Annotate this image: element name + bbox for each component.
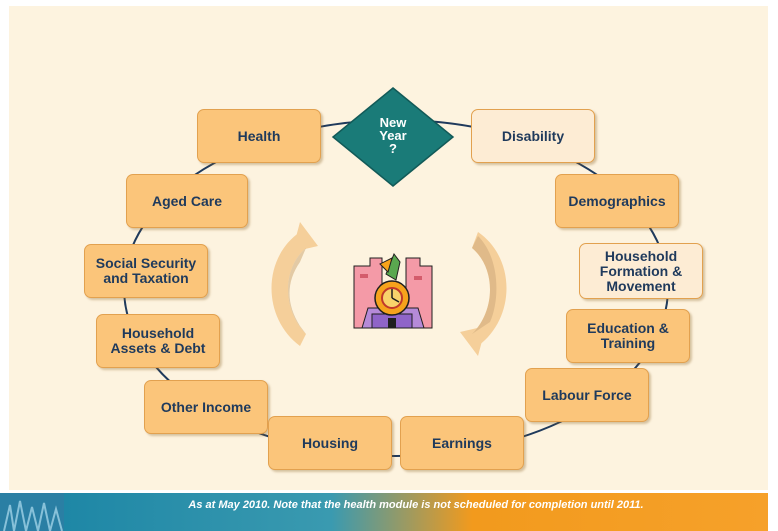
new-year-diamond: [331, 87, 455, 187]
new-year-line-2: Year: [379, 128, 407, 143]
module-education-training[interactable]: Education & Training: [566, 309, 690, 363]
new-year-node[interactable]: New Year ?: [355, 116, 431, 155]
module-labour-force[interactable]: Labour Force: [525, 368, 649, 422]
cycle-arrow-right: [460, 232, 507, 356]
module-housing[interactable]: Housing: [268, 416, 392, 470]
cycle-arrow-left: [271, 222, 318, 346]
module-other-income[interactable]: Other Income: [144, 380, 268, 434]
footer-note: As at May 2010. Note that the health mod…: [188, 499, 644, 511]
new-year-line-3: ?: [389, 141, 397, 156]
footer-pattern: [0, 493, 64, 531]
module-demographics[interactable]: Demographics: [555, 174, 679, 228]
module-social-security-taxation[interactable]: Social Security and Taxation: [84, 244, 208, 298]
module-health[interactable]: Health: [197, 109, 321, 163]
footer-bar: [64, 493, 768, 531]
new-year-line-1: New: [379, 115, 407, 130]
module-household-formation-movement[interactable]: Household Formation & Movement: [579, 243, 703, 299]
module-aged-care[interactable]: Aged Care: [126, 174, 248, 228]
center-illustration: [353, 252, 433, 329]
footer-banner: As at May 2010. Note that the health mod…: [0, 493, 778, 531]
module-disability[interactable]: Disability: [471, 109, 595, 163]
module-household-assets-debt[interactable]: Household Assets & Debt: [96, 314, 220, 368]
module-earnings[interactable]: Earnings: [400, 416, 524, 470]
